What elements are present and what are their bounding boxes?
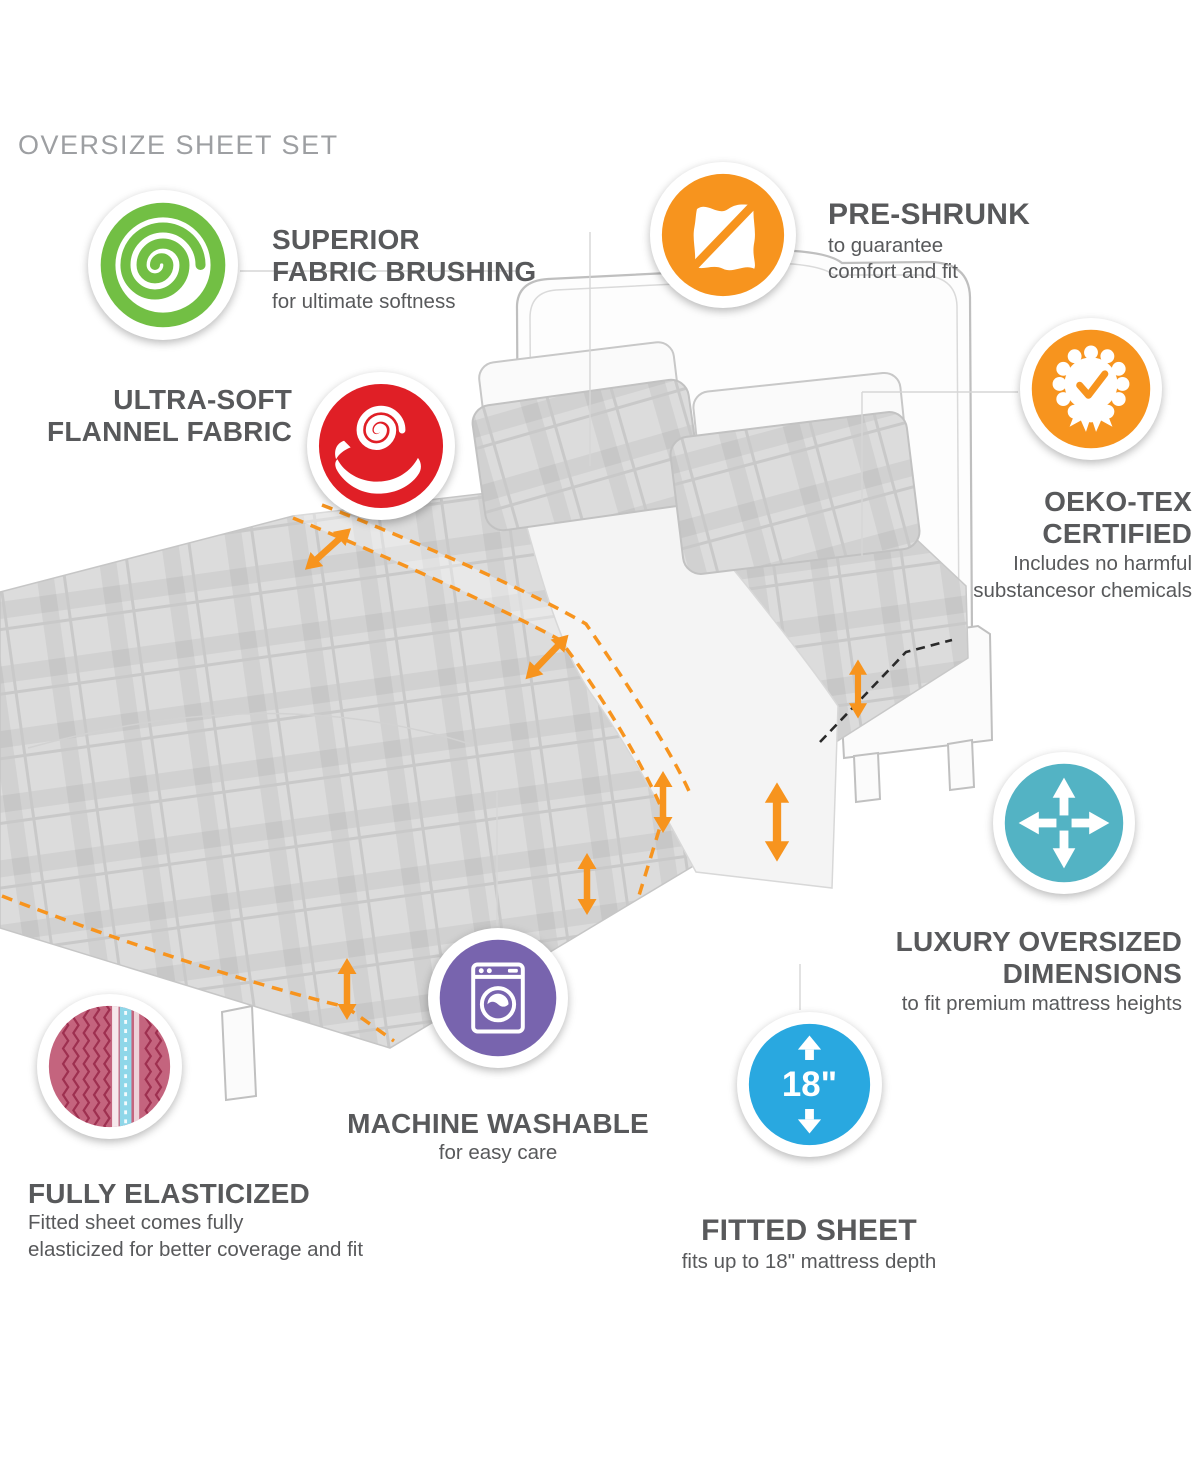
flannel-fabric-label: ULTRA-SOFT FLANNEL FABRIC: [40, 384, 292, 449]
fully-elasticized-label: FULLY ELASTICIZED Fitted sheet comes ful…: [28, 1178, 428, 1264]
pre-shrunk-label: PRE-SHRUNK to guarantee comfort and fit: [828, 198, 1158, 286]
callout-lines: [240, 232, 1018, 1010]
feature-description: for ultimate softness: [272, 289, 456, 313]
elastic-fabric-icon: [37, 994, 182, 1139]
feature-title: SUPERIOR: [272, 224, 420, 255]
mattress-depth-dashed-line: [819, 638, 953, 743]
fitted-sheet-label: FITTED SHEET fits up to 18" mattress dep…: [638, 1214, 980, 1275]
washing-machine-icon: [428, 928, 568, 1068]
mattress-depth-icon: 18": [737, 1012, 882, 1157]
feature-title: ULTRA-SOFT: [113, 384, 292, 415]
feature-description: comfort and fit: [828, 260, 958, 284]
mattress-depth-value: 18": [782, 1065, 837, 1104]
feature-description: for easy care: [438, 1141, 558, 1165]
certificate-ribbon-icon: [1020, 318, 1162, 460]
feature-title: FULLY ELASTICIZED: [28, 1178, 310, 1209]
oversized-dimensions-label: LUXURY OVERSIZED DIMENSIONS to fit premi…: [880, 926, 1182, 1018]
feature-title: DIMENSIONS: [1002, 958, 1182, 990]
no-shrink-fabric-icon: [650, 162, 796, 308]
oeko-tex-label: OEKO-TEX CERTIFIED Includes no harmful s…: [890, 486, 1192, 604]
fabric-brushing-label: SUPERIOR FABRIC BRUSHING for ultimate so…: [272, 224, 652, 316]
feature-title: FABRIC BRUSHING: [272, 256, 537, 288]
page-title: OVERSIZE SHEET SET: [18, 130, 339, 160]
feature-description: to guarantee: [828, 233, 944, 257]
pillows: [471, 341, 921, 575]
feature-description: Includes no harmful: [1013, 551, 1192, 575]
swirl-brush-icon: [88, 190, 238, 340]
feature-title: OEKO-TEX CERTIFIED: [1042, 486, 1192, 550]
feature-title: FLANNEL FABRIC: [47, 416, 292, 448]
expand-arrows-icon: [993, 752, 1135, 894]
feature-title: FITTED SHEET: [701, 1214, 917, 1247]
feature-description: fits up to 18" mattress depth: [681, 1249, 937, 1273]
feature-title: MACHINE WASHABLE: [347, 1108, 649, 1139]
feature-description: to fit premium mattress heights: [901, 991, 1182, 1015]
feature-description: Fitted sheet comes fully: [28, 1211, 244, 1235]
machine-washable-label: MACHINE WASHABLE for easy care: [327, 1108, 669, 1167]
feature-description: substancesor chemicals: [973, 578, 1192, 602]
feature-title: LUXURY OVERSIZED: [895, 926, 1182, 957]
hand-fabric-icon: [307, 372, 455, 520]
feature-title: PRE-SHRUNK: [828, 198, 1031, 231]
feature-description: elasticized for better coverage and fit: [28, 1238, 364, 1262]
